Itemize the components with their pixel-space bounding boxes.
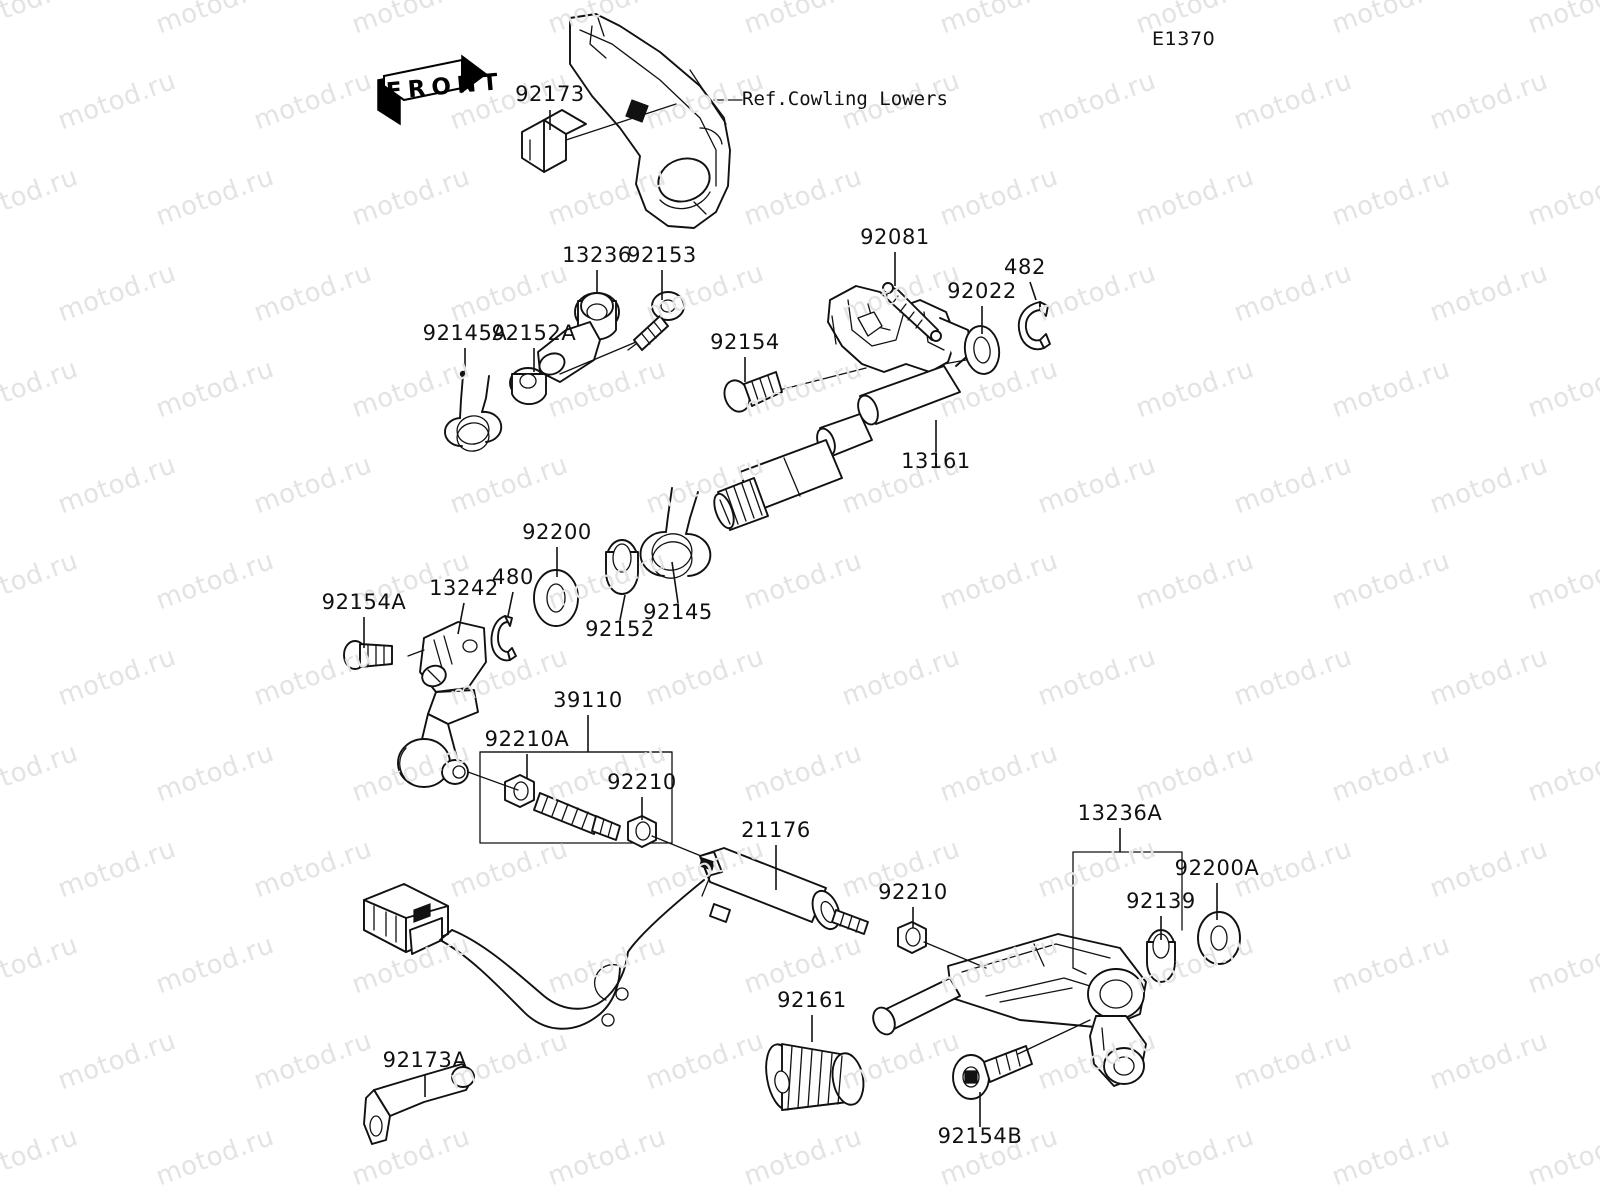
callout-label-21176[interactable]: 21176 [741, 818, 811, 842]
callout-label-480[interactable]: 480 [492, 565, 534, 589]
leader-92210-rod [651, 835, 707, 859]
part-92022-washer [963, 325, 1001, 375]
callout-label-92152A[interactable]: 92152A [491, 321, 577, 345]
leader-92173-part [565, 103, 677, 141]
part-92081-spring [882, 282, 942, 342]
callout-label-13161[interactable]: 13161 [901, 449, 971, 473]
part-13236-bushing [574, 292, 620, 341]
part-21176-sensor [699, 847, 869, 935]
part-13161-gear-change-shaft [713, 285, 973, 531]
callout-label-92152[interactable]: 92152 [585, 617, 655, 641]
callout-label-92200[interactable]: 92200 [522, 520, 592, 544]
leader-line-480 [507, 591, 514, 617]
callout-leader-lines [363, 110, 1218, 1127]
callout-label-39110[interactable]: 39110 [553, 688, 623, 712]
callout-label-13236A[interactable]: 13236A [1077, 801, 1163, 825]
part-92210B-nut [897, 921, 927, 954]
callout-label-92154B[interactable]: 92154B [937, 1124, 1023, 1148]
part-92154-bolt [723, 371, 783, 413]
leader-92210A-part [467, 771, 519, 791]
part-92210A-nut [504, 774, 535, 808]
leader-92154B-part [1017, 1019, 1091, 1055]
callout-label-92154A[interactable]: 92154A [321, 590, 407, 614]
callout-label-92173A[interactable]: 92173A [382, 1048, 468, 1072]
part-92173A-clip [363, 1063, 475, 1145]
wiring-harness [439, 879, 705, 1030]
shift-pedal [872, 933, 1147, 1087]
part-92154B-bolt [952, 1045, 1033, 1100]
callout-label-92173[interactable]: 92173 [515, 82, 585, 106]
bracket-13236A [1072, 851, 1183, 975]
callout-label-92145A[interactable]: 92145A [422, 321, 508, 345]
reference-note: Ref.Cowling Lowers [742, 88, 948, 110]
part-92200-washer [533, 569, 579, 627]
callout-label-92153[interactable]: 92153 [627, 243, 697, 267]
callout-label-92210A[interactable]: 92210A [484, 727, 570, 751]
leader-line-482 [1029, 281, 1037, 301]
part-13242-shift-arm [397, 621, 487, 788]
part-92145A-spring [444, 370, 503, 452]
part-92145-spring [639, 487, 712, 579]
cowling-lower-bracket [569, 13, 731, 229]
callout-label-92161[interactable]: 92161 [777, 988, 847, 1012]
shift-arm-link [537, 321, 601, 383]
callout-label-92022[interactable]: 92022 [947, 279, 1017, 303]
leader-line-92145 [671, 561, 679, 604]
harness-connector [363, 883, 453, 955]
part-92139-bushing [1146, 929, 1176, 983]
callout-label-92139[interactable]: 92139 [1126, 889, 1196, 913]
part-482-circlip [1017, 301, 1051, 351]
leader-line-92152 [619, 594, 626, 621]
callout-label-92145[interactable]: 92145 [643, 600, 713, 624]
part-92152A-collar [509, 367, 547, 405]
callout-label-482[interactable]: 482 [1004, 255, 1046, 279]
callout-label-92154[interactable]: 92154 [710, 330, 780, 354]
leader-92154A-part [407, 649, 425, 657]
callout-label-92200A[interactable]: 92200A [1174, 856, 1260, 880]
diagram-code: E1370 [1152, 28, 1216, 50]
callout-label-13242[interactable]: 13242 [429, 576, 499, 600]
part-92152-collar [605, 539, 639, 595]
part-92154A-bolt [343, 640, 393, 670]
callout-label-92210[interactable]: 92210 [607, 770, 677, 794]
leader-line-13242 [457, 602, 465, 635]
part-92153-bolt [627, 291, 685, 351]
part-39110-tie-rod [533, 792, 621, 841]
leader-92210B-part [923, 941, 987, 969]
front-direction-marker: FRONT [370, 52, 505, 136]
leader-92153-part [559, 341, 637, 375]
part-92161-damper [765, 1043, 865, 1111]
part-92200A-washer [1197, 911, 1241, 965]
leader-92022-part [943, 359, 967, 365]
callout-label-92210B[interactable]: 92210 [878, 880, 948, 904]
part-92173-clamp [521, 109, 587, 173]
callout-label-92081[interactable]: 92081 [860, 225, 930, 249]
bracket-39110 [479, 751, 673, 844]
part-480-snap-ring [490, 615, 517, 662]
callout-label-13236[interactable]: 13236 [562, 243, 632, 267]
